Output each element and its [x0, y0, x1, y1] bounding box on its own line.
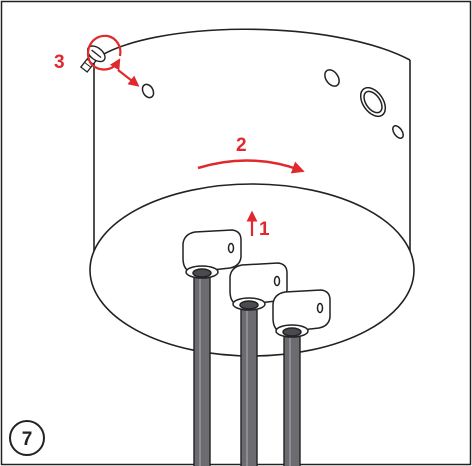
housing-top-edge: [93, 28, 411, 61]
housing: [93, 28, 411, 258]
hole-small-right: [392, 125, 404, 139]
cable-clamp-3: [272, 289, 331, 338]
screw-rotate-arrow-icon: [86, 34, 121, 71]
hole-top-right: [324, 69, 340, 87]
step-3-label: 3: [54, 52, 65, 73]
cable-clamp-1: [182, 229, 242, 279]
screw-icon: [79, 45, 106, 73]
step-2-label: 2: [236, 135, 247, 156]
hole-left: [141, 83, 155, 99]
cable-1: [193, 267, 211, 466]
figure-number: 7: [22, 429, 33, 450]
hole-large-inner: [363, 90, 383, 114]
cable-3: [283, 327, 301, 466]
figure-number-badge: 7: [9, 420, 45, 456]
cable-2: [240, 299, 258, 466]
screw-direction-arrow-icon: [117, 69, 140, 87]
housing-holes: [141, 69, 404, 139]
step-1-label: 1: [259, 219, 270, 240]
cable-clamp-2: [229, 262, 288, 311]
screw-rotate-arrow-tail: [107, 34, 122, 57]
rotate-arrow-icon: [197, 159, 305, 174]
